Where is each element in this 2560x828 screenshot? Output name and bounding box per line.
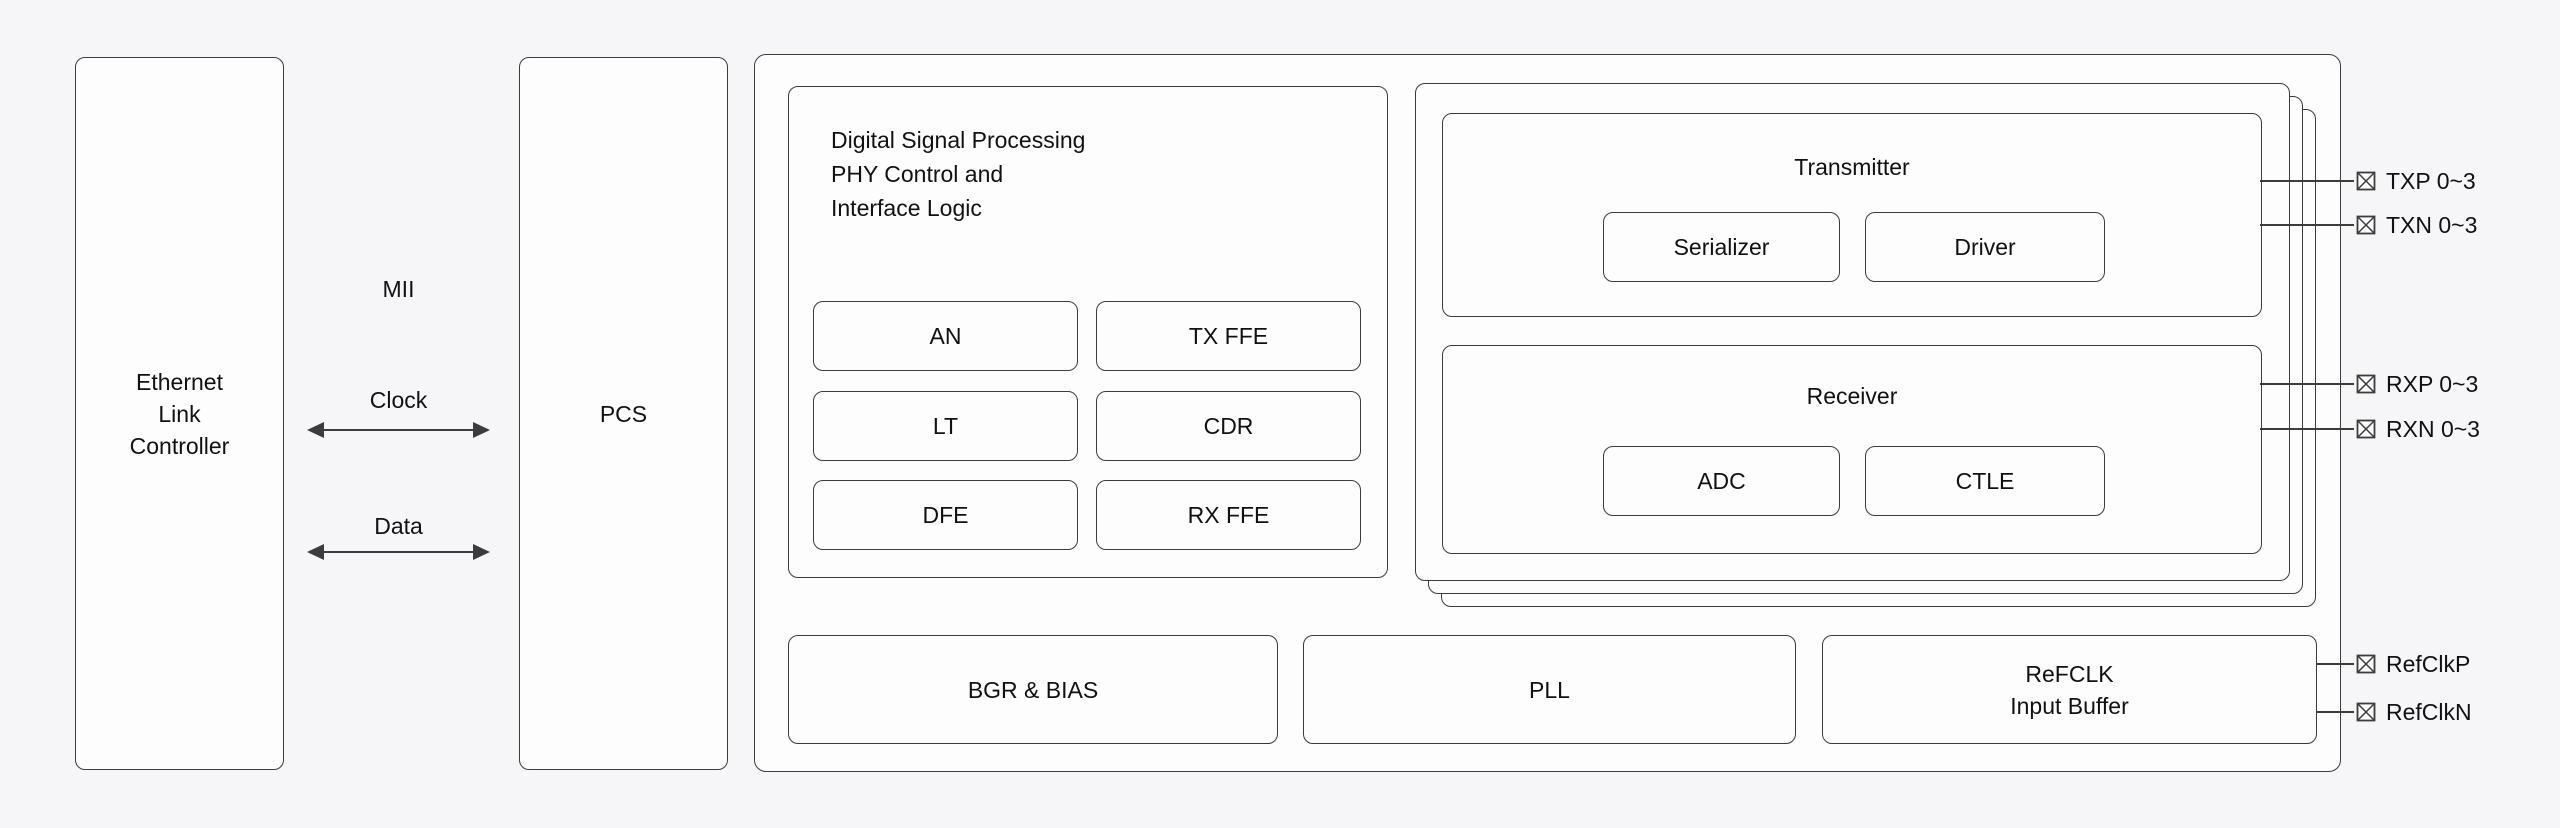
pad-icon: [2356, 374, 2376, 394]
pin-txp: TXP 0~3: [2356, 168, 2476, 194]
pin-refclkp: RefClkP: [2356, 651, 2470, 677]
pin-rxp: RXP 0~3: [2356, 371, 2478, 397]
transmitter-block: Transmitter Serializer Driver: [1442, 113, 2262, 317]
pad-icon: [2356, 654, 2376, 674]
pin-refclkn-label: RefClkN: [2386, 699, 2472, 725]
dsp-block-lt: LT: [813, 391, 1078, 461]
bgr-bias-label: BGR & BIAS: [967, 676, 1099, 703]
pin-rxn-label: RXN 0~3: [2386, 416, 2480, 442]
pin-refclkn: RefClkN: [2356, 699, 2472, 725]
pad-icon: [2356, 702, 2376, 722]
dsp-block-dfe: DFE: [813, 480, 1078, 550]
pin-txn: TXN 0~3: [2356, 212, 2477, 238]
pin-refclkp-label: RefClkP: [2386, 651, 2471, 677]
phy-outer-block: Digital Signal Processing PHY Control an…: [754, 54, 2341, 772]
dsp-block-an-label: AN: [929, 323, 962, 349]
ethernet-link-controller-block: Ethernet Link Controller: [75, 57, 284, 770]
driver-label: Driver: [1954, 234, 2016, 260]
dsp-block-cdr: CDR: [1096, 391, 1361, 461]
dsp-block-an: AN: [813, 301, 1078, 371]
bgr-bias-block: BGR & BIAS: [788, 635, 1278, 744]
transmitter-title: Transmitter: [1794, 154, 1910, 180]
pcs-block: PCS: [519, 57, 728, 770]
refclk-input-buffer-block: ReFCLK Input Buffer: [1822, 635, 2317, 744]
mii-label: MII: [382, 276, 415, 302]
dsp-title: Digital Signal Processing PHY Control an…: [831, 127, 1086, 221]
dsp-block-lt-label: LT: [932, 413, 959, 439]
pad-icon: [2356, 419, 2376, 439]
serializer-label: Serializer: [1673, 234, 1770, 260]
ethernet-link-controller-label: Ethernet Link Controller: [129, 368, 230, 459]
ctle-label: CTLE: [1955, 468, 2015, 494]
data-label: Data: [374, 513, 423, 539]
serializer-block: Serializer: [1603, 212, 1840, 282]
dsp-block-cdr-label: CDR: [1203, 413, 1254, 439]
dsp-block-rx-ffe-label: RX FFE: [1187, 502, 1270, 528]
pad-icon: [2356, 215, 2376, 235]
pin-rxp-label: RXP 0~3: [2386, 371, 2479, 397]
refclk-input-buffer-label: ReFCLK Input Buffer: [2010, 660, 2129, 719]
pll-block: PLL: [1303, 635, 1796, 744]
pcs-label: PCS: [599, 400, 648, 427]
receiver-title: Receiver: [1806, 383, 1898, 409]
pad-icon: [2356, 171, 2376, 191]
dsp-block: Digital Signal Processing PHY Control an…: [788, 86, 1388, 578]
receiver-block: Receiver ADC CTLE: [1442, 345, 2262, 554]
pin-txn-label: TXN 0~3: [2386, 212, 2478, 238]
data-arrow: [307, 544, 490, 560]
dsp-block-tx-ffe: TX FFE: [1096, 301, 1361, 371]
dsp-block-tx-ffe-label: TX FFE: [1188, 323, 1269, 349]
dsp-block-rx-ffe: RX FFE: [1096, 480, 1361, 550]
lane-block: Transmitter Serializer Driver Receiver A…: [1415, 83, 2290, 581]
adc-label: ADC: [1697, 468, 1746, 494]
ctle-block: CTLE: [1865, 446, 2105, 516]
pin-txp-label: TXP 0~3: [2386, 168, 2476, 194]
pin-rxn: RXN 0~3: [2356, 416, 2480, 442]
driver-block: Driver: [1865, 212, 2105, 282]
clock-arrow: [307, 422, 490, 438]
dsp-block-dfe-label: DFE: [922, 502, 969, 528]
adc-block: ADC: [1603, 446, 1840, 516]
pll-label: PLL: [1529, 676, 1570, 703]
clock-label: Clock: [369, 387, 428, 413]
